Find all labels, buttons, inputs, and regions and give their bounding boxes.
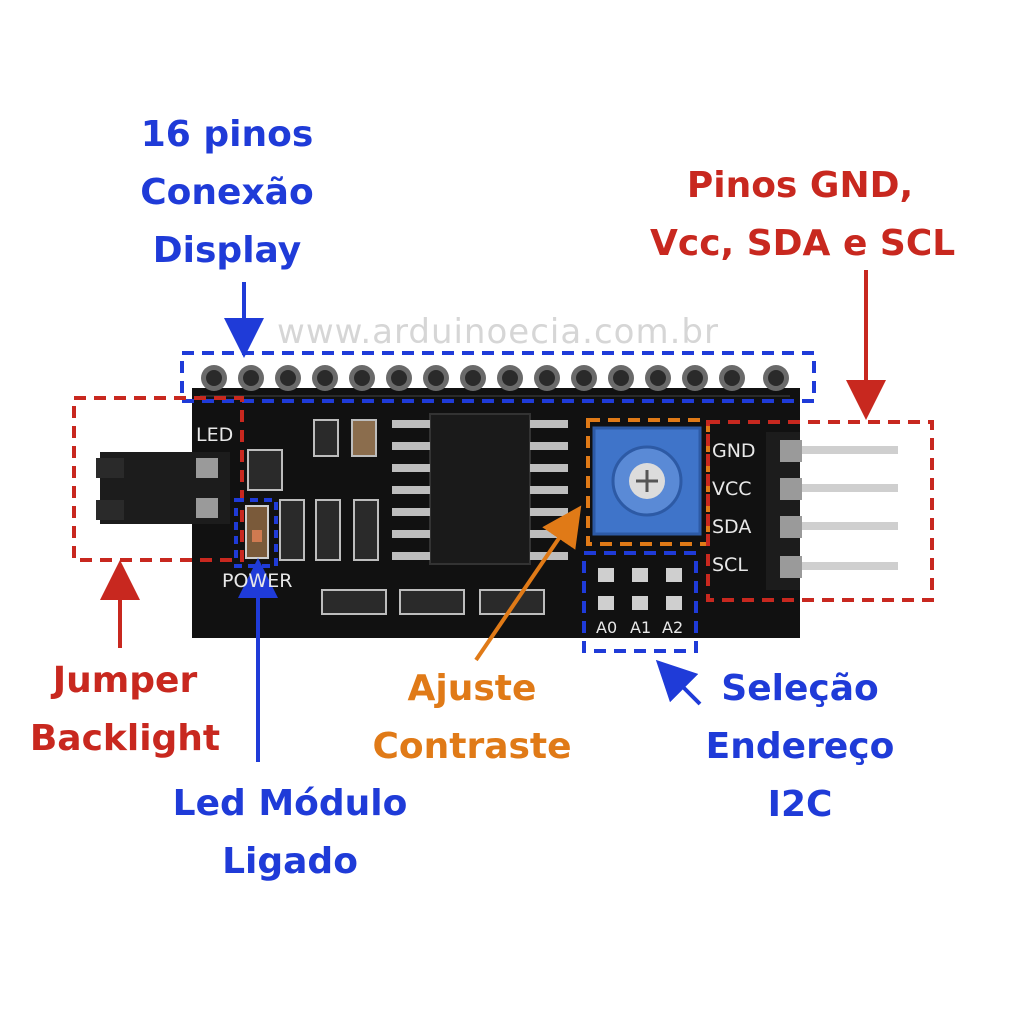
- i2c-pins-label: Pinos GND, Vcc, SDA e SCL: [650, 157, 956, 273]
- display-pins-label: 16 pinos Conexão Display: [112, 106, 342, 280]
- jumper-line-2: Backlight: [29, 718, 221, 759]
- address-arrow: [655, 659, 702, 706]
- display-pins-line-1: 16 pinos: [140, 114, 314, 155]
- contrast-label: Ajuste Contraste: [362, 660, 582, 776]
- display-pins-line-3: Display: [152, 230, 302, 271]
- silk-a2: A2: [662, 618, 684, 637]
- silk-a0: A0: [596, 618, 618, 637]
- silk-power: POWER: [222, 570, 293, 592]
- display-header-pins: [201, 365, 789, 391]
- address-box: [582, 551, 698, 653]
- contrast-line-1: Ajuste: [407, 668, 537, 709]
- address-label: Seleção Endereço I2C: [690, 660, 910, 834]
- jumper-line-1: Jumper: [52, 660, 198, 701]
- silk-a1: A1: [630, 618, 652, 637]
- jumper-box: [72, 396, 244, 562]
- silk-vcc: VCC: [712, 478, 752, 500]
- i2c-pins-line-2: Vcc, SDA e SCL: [650, 223, 956, 264]
- contrast-arrow: [474, 505, 582, 662]
- silk-led: LED: [196, 424, 234, 446]
- smd-components: [247, 419, 545, 615]
- i2c-pins-line-1: Pinos GND,: [686, 165, 914, 206]
- silk-gnd: GND: [712, 440, 756, 462]
- i2c-header: [766, 432, 898, 590]
- jumper-block: [96, 452, 230, 524]
- address-line-3: I2C: [767, 784, 833, 825]
- display-pins-line-2: Conexão: [140, 172, 314, 213]
- watermark: www.arduinoecia.com.br: [277, 312, 719, 352]
- pcf8574-chip: [392, 413, 568, 565]
- address-pads: [598, 568, 682, 610]
- led-label: Led Módulo Ligado: [160, 775, 420, 891]
- led-line-1: Led Módulo: [172, 783, 408, 824]
- silk-sda: SDA: [712, 516, 752, 538]
- contrast-potentiometer: [592, 426, 702, 536]
- led-line-2: Ligado: [222, 841, 358, 882]
- address-line-2: Endereço: [705, 726, 895, 767]
- silk-scl: SCL: [712, 554, 748, 576]
- i2c-pins-box: [706, 420, 934, 602]
- jumper-label: Jumper Backlight: [20, 652, 230, 768]
- address-line-1: Seleção: [721, 668, 879, 709]
- contrast-line-2: Contraste: [372, 726, 572, 767]
